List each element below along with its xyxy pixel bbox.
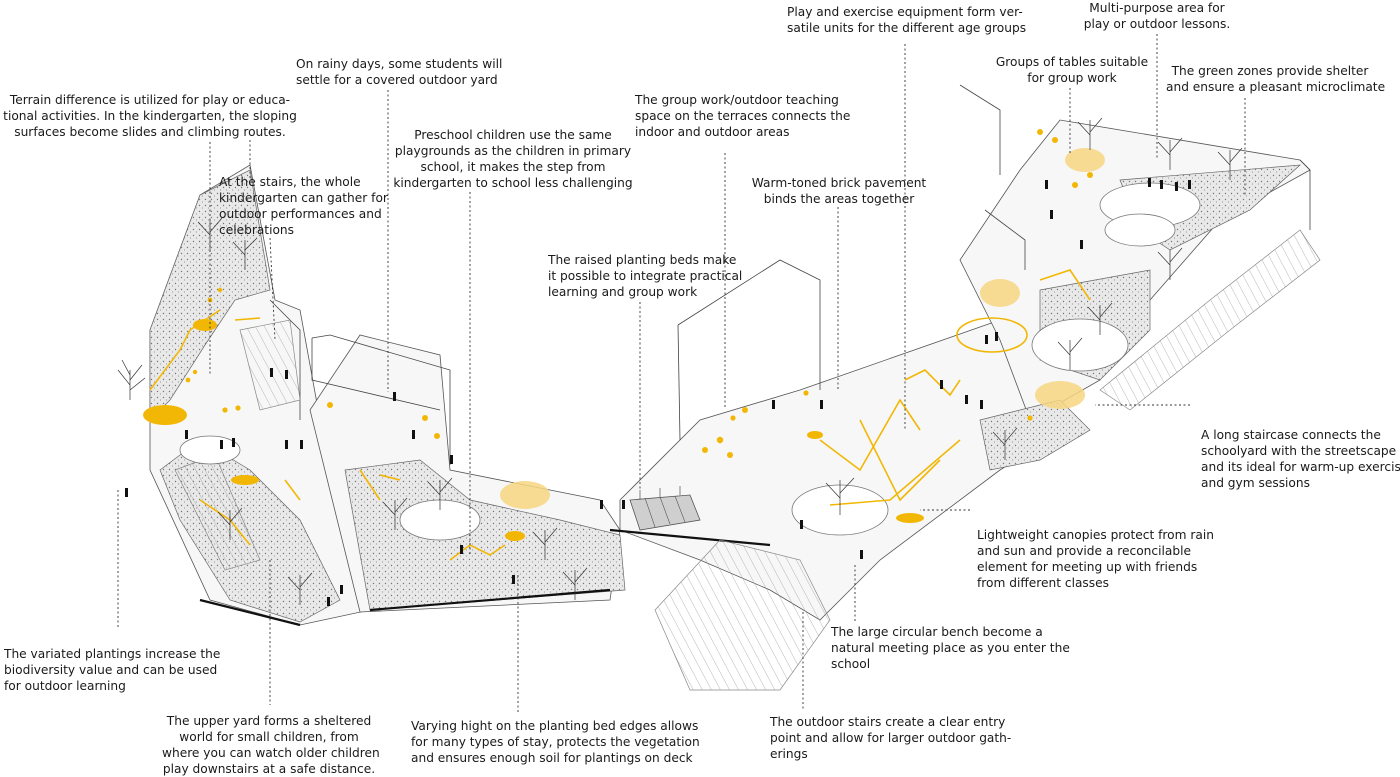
- annotation-upper-yard: The upper yard forms a sheltered world f…: [162, 714, 380, 776]
- annotation-raised-beds: The raised planting beds make it possibl…: [548, 253, 743, 299]
- annotation-stairs-gather: At the stairs, the whole kindergarten ca…: [219, 175, 388, 237]
- annotation-brick: Warm-toned brick pavement binds the area…: [751, 176, 927, 206]
- annotation-green-zones: The green zones provide shelter and ensu…: [1166, 64, 1386, 94]
- leader-lines: [117, 34, 1246, 712]
- raised-planting-beds: [629, 486, 701, 531]
- circular-benches: [179, 182, 1201, 541]
- people: [125, 178, 1191, 606]
- annotation-canopies: Lightweight canopies protect from rain a…: [977, 528, 1214, 590]
- annotation-outdoor-stairs: The outdoor stairs create a clear entry …: [770, 715, 1012, 761]
- play-elements: [143, 129, 1105, 561]
- annotation-circular-bench: The large circular bench become a natura…: [831, 625, 1070, 671]
- annotation-play-equipment: Play and exercise equipment form ver- sa…: [787, 5, 1027, 35]
- annotation-bed-edges: Varying hight on the planting bed edges …: [411, 719, 700, 765]
- annotation-group-terraces: The group work/outdoor teaching space on…: [635, 93, 851, 139]
- annotation-tables: Groups of tables suitable for group work: [995, 55, 1149, 85]
- annotation-long-staircase: A long staircase connects the schoolyard…: [1201, 428, 1400, 490]
- annotation-preschool: Preschool children use the same playgrou…: [393, 128, 633, 190]
- building-volumes: [269, 84, 1311, 465]
- annotation-rainy-days: On rainy days, some students will settle…: [296, 57, 503, 87]
- annotation-multi-purpose: Multi-purpose area for play or outdoor l…: [1083, 1, 1231, 31]
- annotation-plantings: The variated plantings increase the biod…: [4, 647, 221, 693]
- annotation-terrain: Terrain difference is utilized for play …: [3, 93, 297, 139]
- trees: [117, 117, 1243, 605]
